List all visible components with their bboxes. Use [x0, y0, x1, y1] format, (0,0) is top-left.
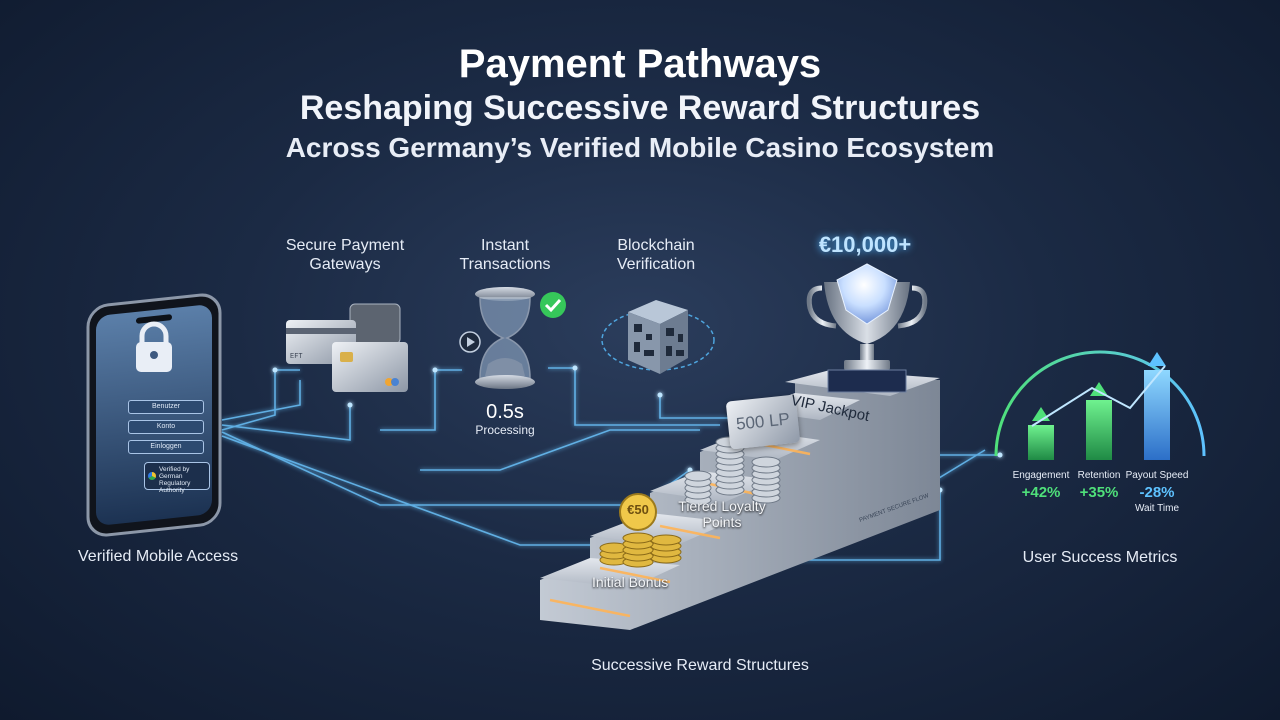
metric-value: +42% [1021, 484, 1061, 501]
page-title: Payment Pathways [458, 42, 822, 86]
play-icon [459, 331, 481, 353]
svg-text:EFT: EFT [290, 353, 303, 361]
metric-bar-engagement [1028, 425, 1054, 460]
hourglass-icon [475, 287, 535, 389]
metrics-label: User Success Metrics [1022, 549, 1178, 566]
silver-coins-icon [684, 436, 781, 506]
page-subtitle: Reshaping Successive Reward Structures [299, 89, 981, 127]
step-label-initial-bonus: Initial Bonus [592, 574, 669, 590]
metric-sub: Wait Time [1134, 503, 1180, 514]
login-fields: Benutzer Konto Einloggen [128, 400, 204, 454]
lock-icon [136, 321, 172, 372]
arrow-up-icon [1032, 407, 1050, 421]
stairs-label: Successive Reward Structures [591, 657, 809, 674]
badge-text: Verified by German Regulatory Authority [159, 466, 191, 495]
feature-label-instant: Instant Transactions [459, 237, 551, 274]
coin-stack-icon [599, 493, 682, 568]
metric-name: Payout Speed [1125, 470, 1189, 481]
page-subtitle-2: Across Germany’s Verified Mobile Casino … [285, 132, 995, 164]
phone-label: Verified Mobile Access [78, 548, 239, 565]
arrow-up-icon [1090, 382, 1108, 396]
login-button[interactable]: Einloggen [128, 440, 204, 454]
metrics-chart [994, 350, 1206, 460]
qr-cube-icon [601, 300, 715, 374]
arrow-up-icon [1148, 352, 1166, 366]
login-field[interactable]: Konto [128, 420, 204, 434]
verified-badge: Verified by German Regulatory Authority [144, 462, 210, 494]
title-block: Payment Pathways Reshaping Successive Re… [0, 42, 1280, 164]
loyalty-points-card: 500 LP [725, 394, 801, 450]
feature-label-blockchain: Blockchain Verification [616, 237, 696, 274]
metric-value: -28% [1139, 484, 1175, 501]
coin-value: €50 [627, 502, 649, 517]
check-icon [540, 292, 566, 318]
metric-value: +35% [1079, 484, 1119, 501]
login-field[interactable]: Benutzer [128, 400, 204, 414]
step-label-loyalty: Tiered Loyalty Points [678, 498, 766, 530]
jackpot-amount: €10,000+ [818, 232, 912, 257]
metric-bar-retention [1086, 400, 1112, 460]
metric-name: Engagement [1012, 470, 1070, 481]
metric-bars [1028, 352, 1170, 460]
feature-label-secure-payment: Secure Payment Gateways [285, 237, 405, 274]
metric-name: Retention [1077, 470, 1121, 481]
processing-caption: Processing [475, 423, 535, 437]
credit-card-icon: EFT [286, 303, 408, 392]
processing-time: 0.5s [486, 401, 524, 423]
badge-logo-icon [148, 472, 156, 480]
metric-bar-payout-speed [1144, 370, 1170, 460]
trophy-icon [806, 263, 928, 393]
